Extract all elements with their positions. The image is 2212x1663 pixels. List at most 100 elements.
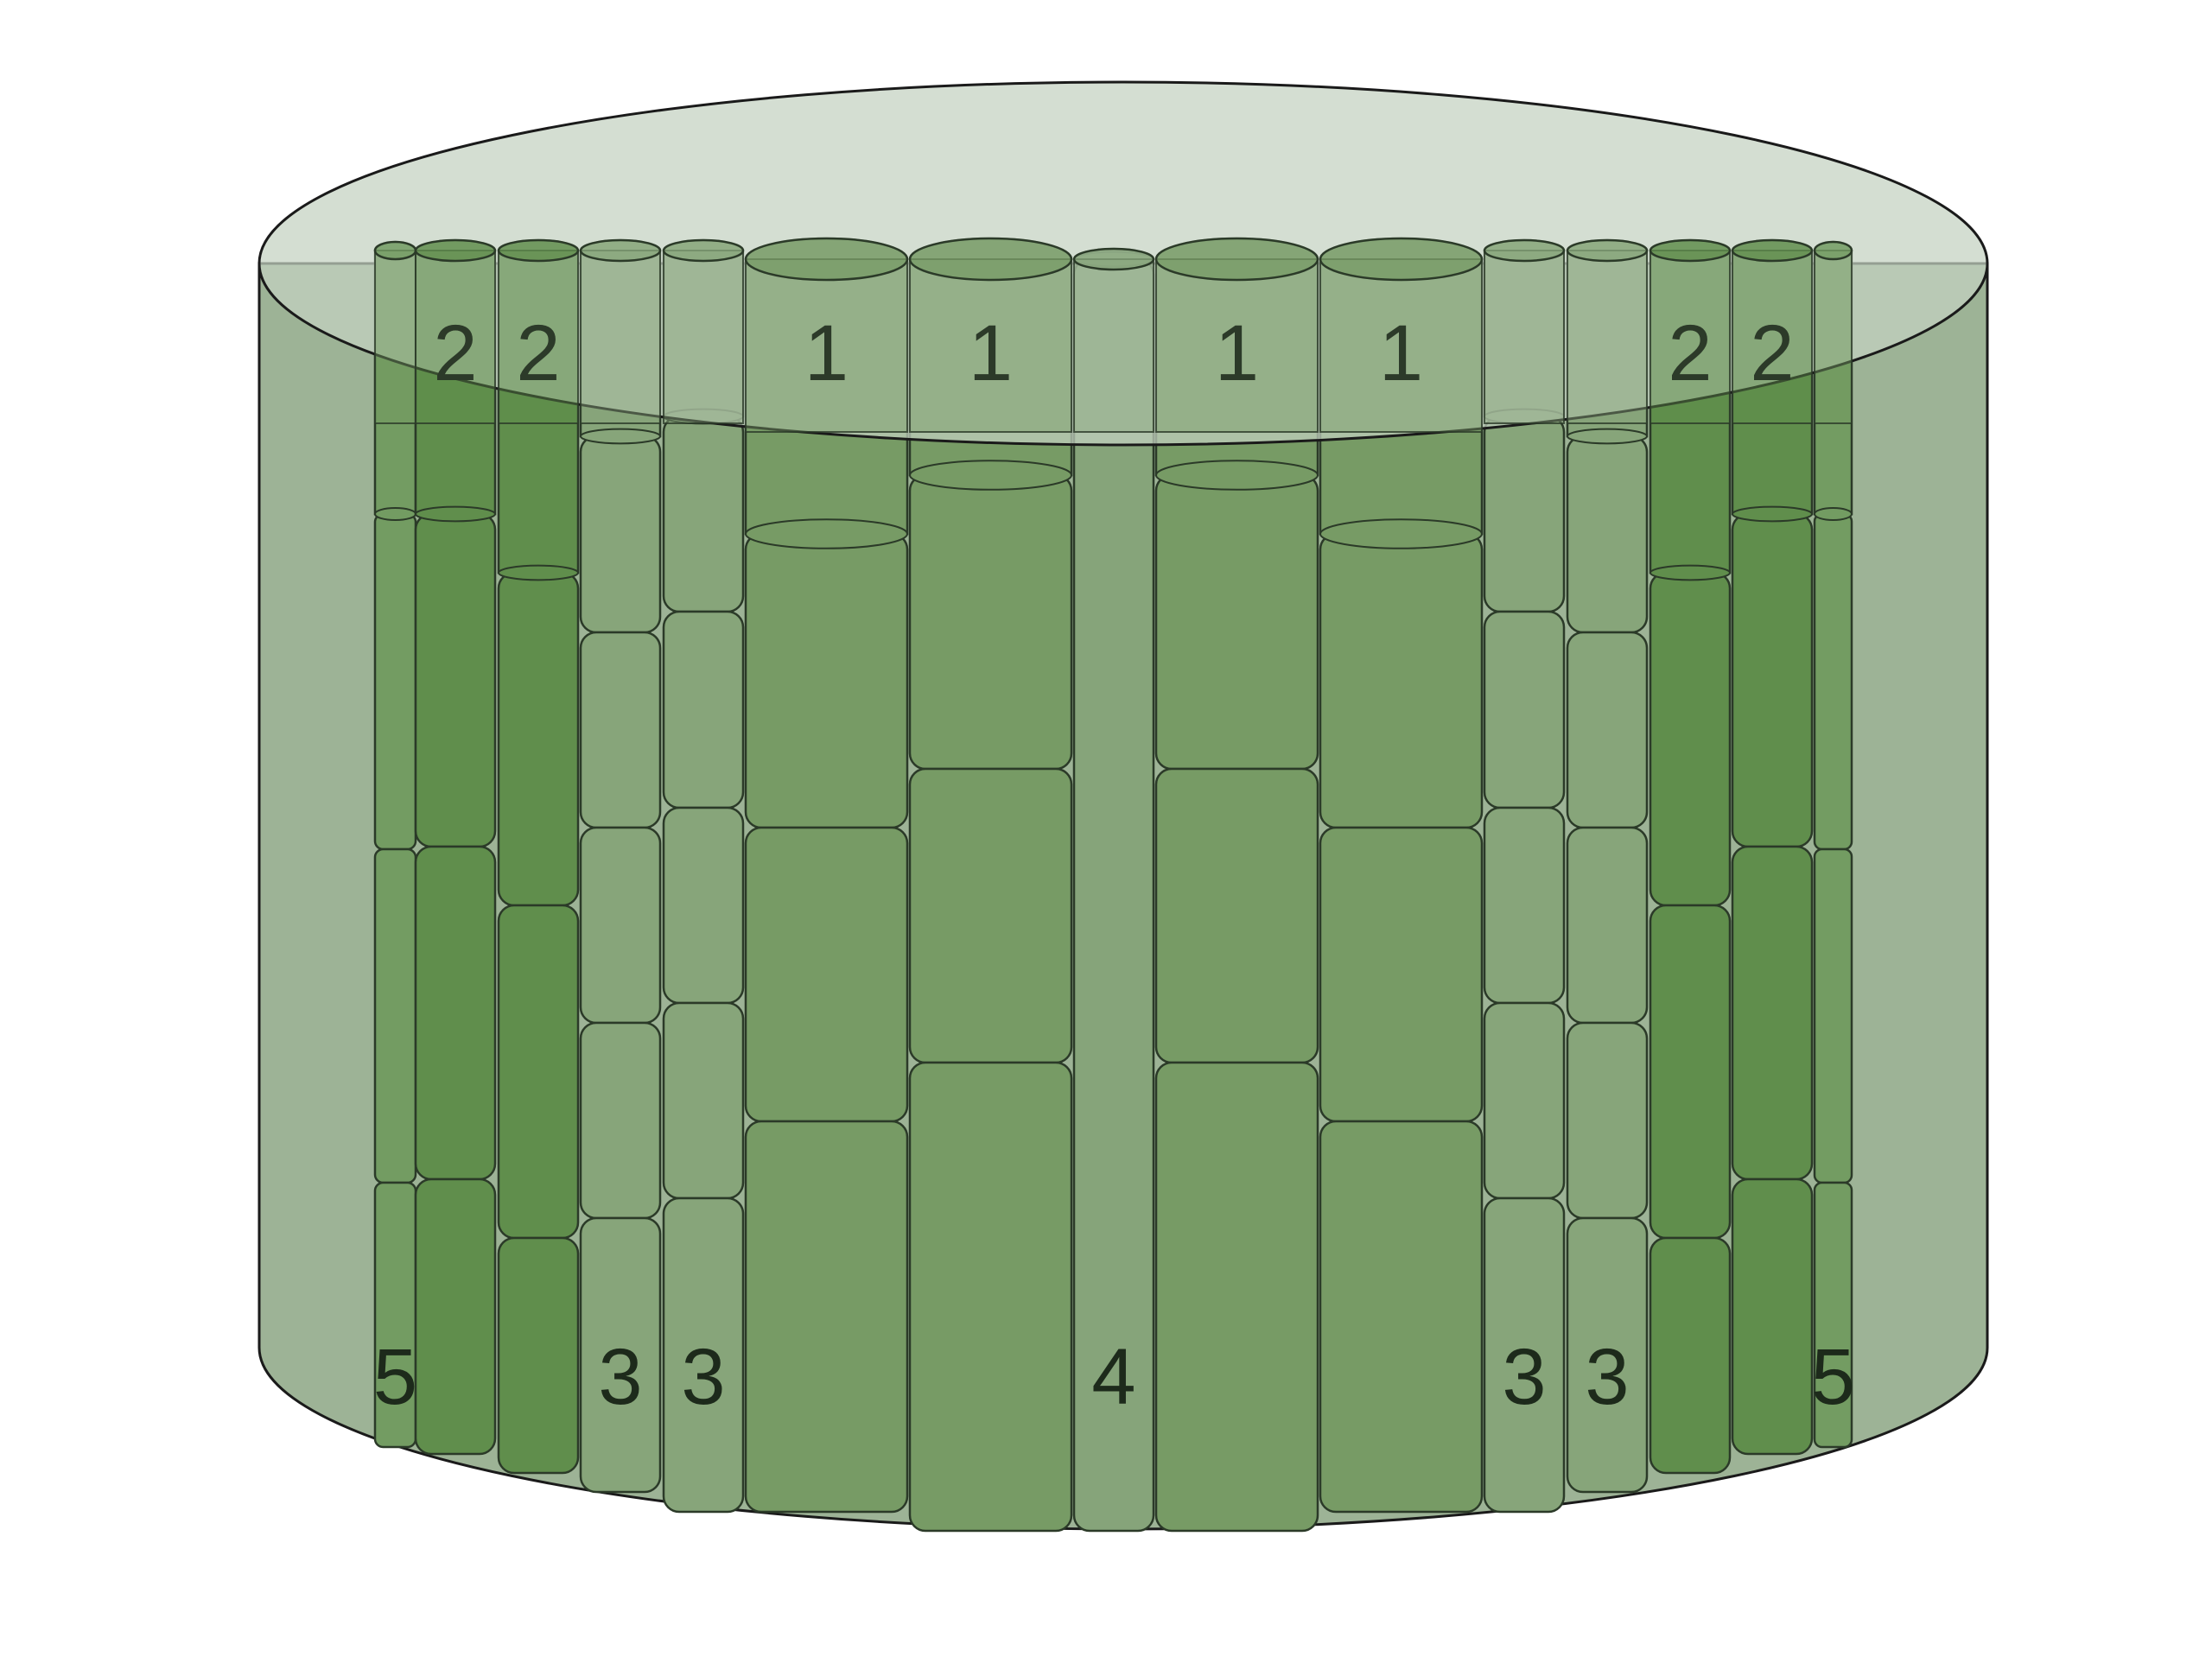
cell-column-5	[662, 238, 745, 1514]
column-top-label: 2	[433, 309, 477, 397]
cell-1-2	[373, 847, 417, 1184]
cell-7-3	[908, 1061, 1073, 1533]
cell-column-top-cap	[1566, 238, 1649, 263]
cell-column-10	[1319, 237, 1484, 1514]
cell-5-4	[662, 1001, 745, 1200]
cell-column-top-cap	[579, 238, 662, 263]
cell-14-3	[1731, 1177, 1814, 1456]
cell-column-upper-tube	[580, 250, 661, 424]
cell-column-4	[579, 238, 662, 1494]
cell-column-upper-tube	[1155, 258, 1319, 433]
cell-3-2	[497, 904, 580, 1240]
column-top-label: 1	[1379, 309, 1423, 397]
cell-12-2	[1566, 631, 1649, 829]
cell-4-4	[579, 1021, 662, 1220]
cylinder-top	[257, 80, 1989, 447]
cell-14-2	[1731, 845, 1814, 1181]
cell-column-joint	[1319, 518, 1483, 549]
cell-column-upper-tube	[1319, 258, 1483, 433]
cell-10-1	[1319, 532, 1484, 829]
cell-13-2	[1649, 904, 1732, 1240]
cell-column-top-cap	[1649, 238, 1732, 263]
column-bottom-label: 3	[1585, 1333, 1629, 1421]
cell-4-2	[579, 631, 662, 829]
cell-column-upper-tube	[1567, 250, 1648, 424]
cell-column-3	[497, 238, 580, 1475]
column-top-label: 2	[1668, 309, 1712, 397]
cell-column-top-cap	[373, 240, 417, 261]
column-bottom-label: 3	[681, 1333, 725, 1421]
cell-15-1	[1813, 512, 1853, 851]
cell-column-upper-tube	[498, 250, 579, 424]
column-top-label: 1	[969, 309, 1013, 397]
cell-column-joint	[1814, 507, 1853, 521]
cell-12-1	[1566, 435, 1649, 634]
cell-column-upper-tube	[1732, 250, 1813, 424]
cell-column-15	[1813, 240, 1853, 1449]
cell-4-5	[579, 1216, 662, 1494]
column-top-label: 1	[804, 309, 849, 397]
column-bottom-label: 5	[373, 1333, 417, 1421]
cell-11-3	[1483, 806, 1566, 1005]
cell-9-3	[1154, 1061, 1319, 1533]
cell-5-1	[662, 415, 745, 613]
cell-column-joint	[909, 460, 1072, 491]
cell-3-1	[497, 571, 580, 907]
cell-1-1	[373, 512, 417, 851]
cell-column-upper-tube	[415, 250, 496, 424]
cell-column-top-cap	[1731, 238, 1814, 263]
cell-column-upper-tube	[1814, 250, 1853, 424]
cell-13-3	[1649, 1236, 1732, 1475]
cell-7-1	[908, 473, 1073, 771]
cell-column-top-cap	[497, 238, 580, 263]
cell-column-top-cap	[908, 237, 1073, 282]
cell-column-upper-tube	[374, 250, 416, 424]
cell-column-joint	[1567, 428, 1648, 445]
cell-10-3	[1319, 1120, 1484, 1514]
cell-9-1	[1154, 473, 1319, 771]
column-top-label: 1	[1215, 309, 1259, 397]
cell-4-1	[579, 435, 662, 634]
cell-column-joint	[374, 507, 416, 521]
cell-column-upper-tube	[1073, 258, 1154, 433]
column-top-label: 2	[516, 309, 560, 397]
cell-6-1	[744, 532, 909, 829]
cell-15-3	[1813, 1181, 1853, 1449]
cell-column-11	[1483, 238, 1566, 1514]
cell-column-joint	[745, 518, 908, 549]
column-bottom-label: 3	[598, 1333, 642, 1421]
cell-column-joint	[580, 428, 661, 445]
cell-7-2	[908, 767, 1073, 1064]
cell-3-3	[497, 1236, 580, 1475]
cell-column-joint	[1732, 505, 1813, 523]
cell-12-5	[1566, 1216, 1649, 1494]
column-top-label: 2	[1750, 309, 1794, 397]
cell-column-top-cap	[1319, 237, 1484, 282]
cell-column-joint	[1155, 460, 1319, 491]
cell-12-3	[1566, 826, 1649, 1025]
cell-2-2	[414, 845, 497, 1181]
cell-13-1	[1649, 571, 1732, 907]
cell-column-top-cap	[744, 237, 909, 282]
cell-column-top-cap	[1813, 240, 1853, 261]
cell-column-top-cap	[1483, 238, 1566, 263]
cell-column-top-cap	[1072, 247, 1155, 271]
cell-12-4	[1566, 1021, 1649, 1220]
cell-columns	[373, 237, 1853, 1533]
cell-column-joint	[498, 564, 579, 581]
cell-14-1	[1731, 512, 1814, 848]
cell-11-4	[1483, 1001, 1566, 1200]
cell-5-3	[662, 806, 745, 1005]
cell-2-1	[414, 512, 497, 848]
cell-15-2	[1813, 847, 1853, 1184]
cell-column-upper-tube	[663, 250, 744, 424]
cell-column-1	[373, 240, 417, 1449]
cell-column-upper-tube	[1484, 250, 1565, 424]
column-bottom-label: 5	[1811, 1333, 1855, 1421]
cell-5-5	[662, 1196, 745, 1514]
cell-column-joint	[1649, 564, 1731, 581]
cell-column-13	[1649, 238, 1732, 1475]
cell-column-top-cap	[1154, 237, 1319, 282]
